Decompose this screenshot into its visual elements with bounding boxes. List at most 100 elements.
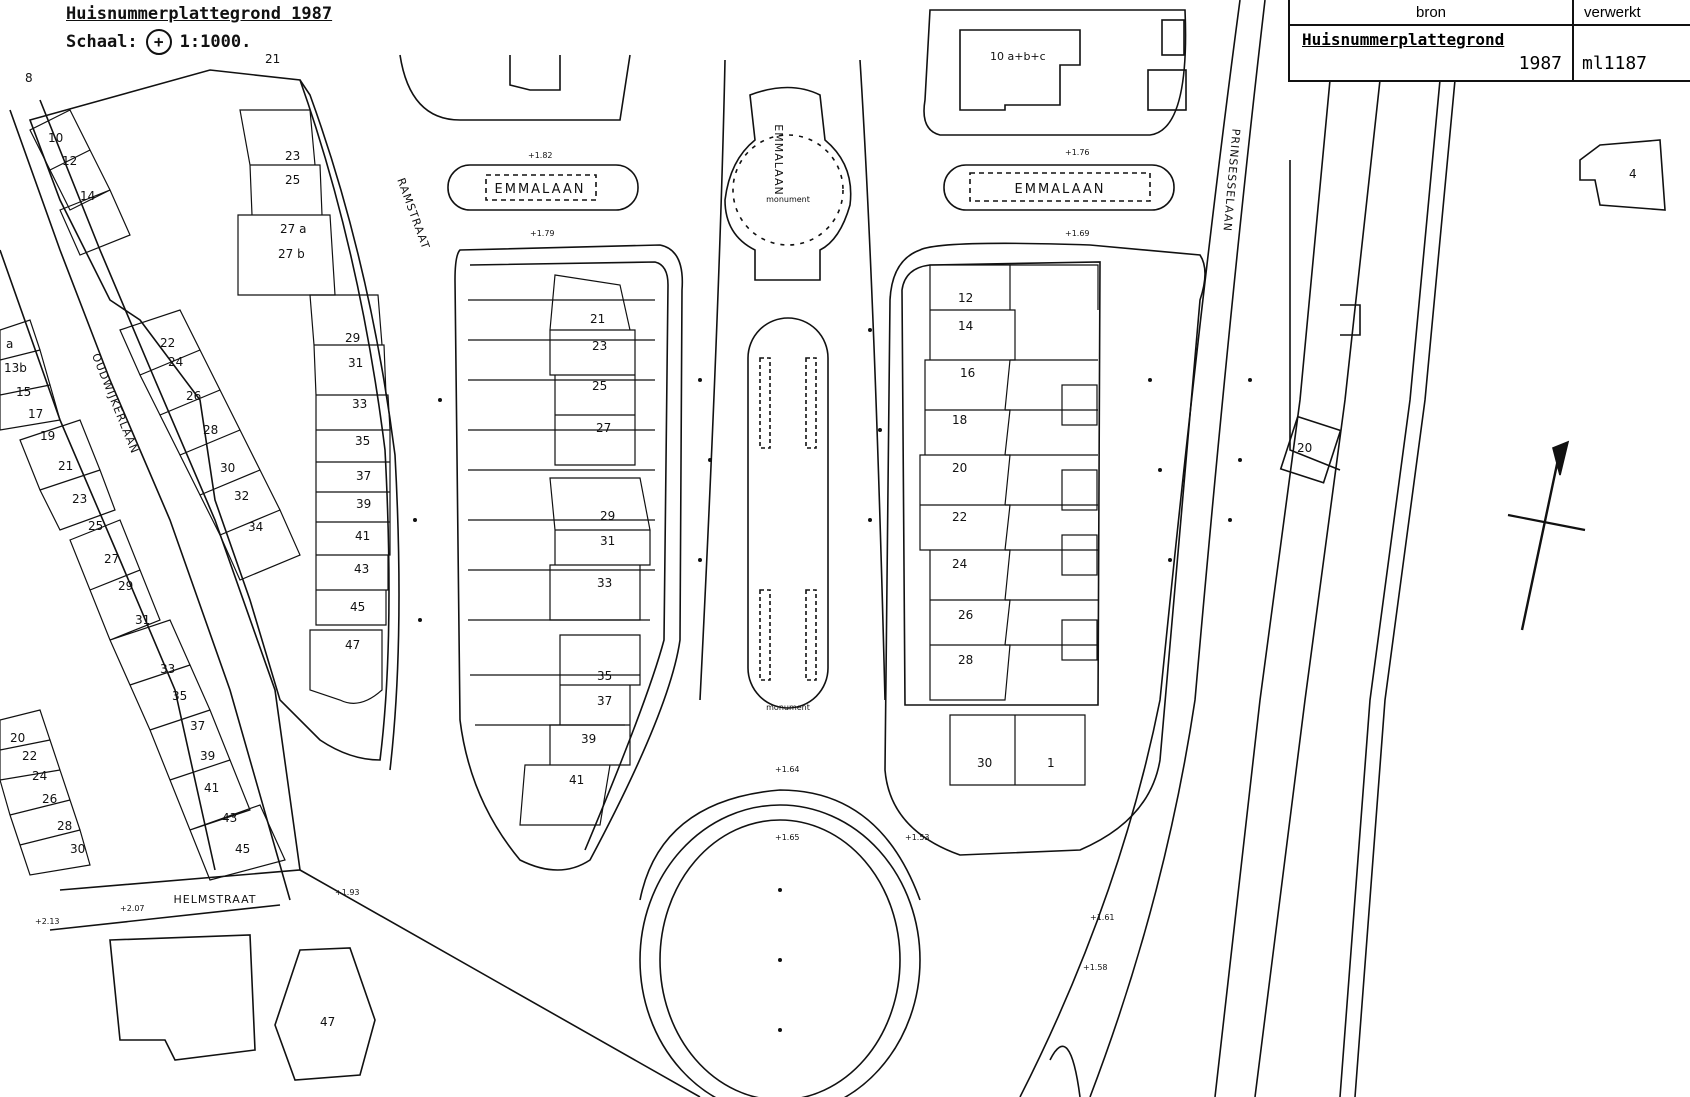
monument-oval <box>724 86 852 281</box>
house-number: 27 <box>104 552 119 566</box>
elevation-mark: +1.82 <box>528 151 553 160</box>
monument-label-bottom: monument <box>766 703 810 712</box>
house-number: 15 <box>16 385 31 399</box>
house-number: 23 <box>285 149 300 163</box>
house-number: 14 <box>958 319 973 333</box>
oudwijkerlaan-edge-east <box>39 99 301 871</box>
bron-value: Huisnummerplattegrond <box>1302 30 1505 49</box>
house-number: 26 <box>42 792 57 806</box>
house-number: 21 <box>265 52 280 66</box>
scale-label: Schaal: <box>66 32 138 52</box>
scale-row: Schaal: + 1:1000. <box>66 29 251 55</box>
house-number: 10 a+b+c <box>990 50 1046 63</box>
house-number: 35 <box>172 689 187 703</box>
house-number: 33 <box>597 576 612 590</box>
elevation-mark: +1.69 <box>1065 229 1090 238</box>
scale-value: 1:1000. <box>179 32 252 52</box>
house-number: 14 <box>80 189 95 203</box>
house-number: 23 <box>592 339 607 353</box>
house-number: 24 <box>168 355 183 369</box>
elevation-mark: +2.13 <box>35 917 60 926</box>
info-box-divider-v <box>1572 0 1574 80</box>
house-number: 45 <box>350 600 365 614</box>
house-number: 26 <box>186 389 201 403</box>
street-label-emmalaan-left: EMMALAAN <box>495 182 586 197</box>
house-number: 23 <box>72 492 87 506</box>
house-number: 16 <box>960 366 975 380</box>
house-number: 25 <box>592 379 607 393</box>
ramstraat-west-block <box>28 69 390 761</box>
house-number: 26 <box>958 608 973 622</box>
house-number: 39 <box>581 732 596 746</box>
elevation-mark: +1.65 <box>775 833 800 842</box>
house-number: 21 <box>58 459 73 473</box>
house-number: 8 <box>25 71 33 85</box>
house-number: 31 <box>600 534 615 548</box>
elevation-mark: +1.76 <box>1065 148 1090 157</box>
street-label-helmstraat: HELMSTRAAT <box>174 893 257 906</box>
house-number: 29 <box>345 331 360 345</box>
house-number: 22 <box>22 749 37 763</box>
elevation-mark: +1.64 <box>775 765 800 774</box>
house-number: 22 <box>160 336 175 350</box>
house-number: 37 <box>597 694 612 708</box>
house-number: 30 <box>977 756 992 770</box>
street-label-emmalaan-right: EMMALAAN <box>1015 182 1106 197</box>
house-number: 28 <box>57 819 72 833</box>
elevation-mark: +1.93 <box>335 888 360 897</box>
house-number: 28 <box>203 423 218 437</box>
house-number: 24 <box>952 557 967 571</box>
info-box: bron verwerkt Huisnummerplattegrond 1987… <box>1288 0 1690 82</box>
house-number: 43 <box>354 562 369 576</box>
house-number: 22 <box>952 510 967 524</box>
house-number: 35 <box>355 434 370 448</box>
house-number: 37 <box>356 469 371 483</box>
house-number: 10 <box>48 131 63 145</box>
east-block <box>884 242 1206 856</box>
house-number: 39 <box>200 749 215 763</box>
house-number: 33 <box>352 397 367 411</box>
street-label-emmalaan-center: EMMALAAN <box>772 124 785 195</box>
elevation-mark: +1.58 <box>1083 963 1108 972</box>
house-number: 27 b <box>278 247 305 261</box>
house-number: 31 <box>135 613 150 627</box>
elevation-mark: +1.79 <box>530 229 555 238</box>
elevation-mark: +2.07 <box>120 904 145 913</box>
house-number: 20 <box>1297 441 1312 455</box>
monument-label-top: monument <box>766 195 810 204</box>
house-number: 29 <box>118 579 133 593</box>
house-number: 13b <box>4 361 27 375</box>
house-number: 24 <box>32 769 47 783</box>
house-number: 20 <box>10 731 25 745</box>
house-number: 32 <box>234 489 249 503</box>
house-number: 45 <box>235 842 250 856</box>
house-number: a <box>6 337 13 351</box>
house-number: 19 <box>40 429 55 443</box>
verwerkt-value: ml1187 <box>1582 53 1648 74</box>
verwerkt-label: verwerkt <box>1584 4 1641 21</box>
house-number: 27 a <box>280 222 306 236</box>
house-number: 4 <box>1629 167 1637 181</box>
house-number: 12 <box>958 291 973 305</box>
bron-year: 1987 <box>1518 53 1562 74</box>
house-number: 18 <box>952 413 967 427</box>
house-number: 31 <box>348 356 363 370</box>
house-number: 17 <box>28 407 43 421</box>
street-label-oudwijkerlaan: OUDWIJKERLAAN <box>89 351 141 455</box>
street-label-prinsesselaan: PRINSESSELAAN <box>1220 128 1242 232</box>
house-number: 41 <box>569 773 584 787</box>
house-number: 27 <box>596 421 611 435</box>
street-label-ramstraat: RAMSTRAAT <box>394 176 432 251</box>
house-number: 30 <box>70 842 85 856</box>
house-number: 21 <box>590 312 605 326</box>
elevation-mark: +1.61 <box>1090 913 1115 922</box>
oudwijkerlaan-edge-west <box>9 109 291 901</box>
map-title: Huisnummerplattegrond 1987 <box>66 4 333 24</box>
house-number: 25 <box>88 519 103 533</box>
info-box-divider-h <box>1290 24 1690 26</box>
house-number: 20 <box>952 461 967 475</box>
house-number: 41 <box>355 529 370 543</box>
house-number: 1 <box>1047 756 1055 770</box>
house-number: 12 <box>62 154 77 168</box>
house-number: 25 <box>285 173 300 187</box>
